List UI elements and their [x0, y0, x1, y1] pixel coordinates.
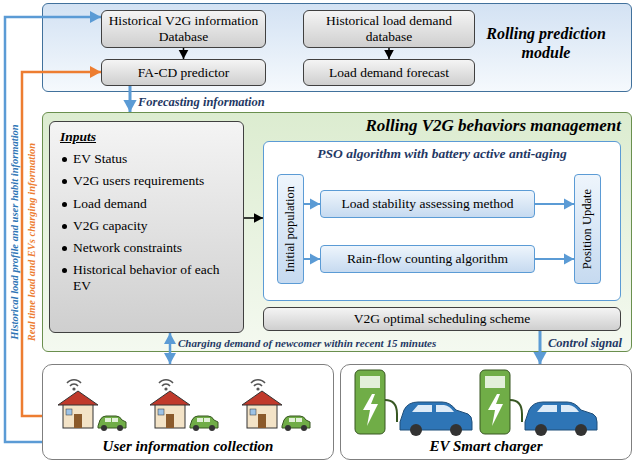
- arrow-head: [179, 50, 189, 59]
- list-item: Load demand: [60, 196, 235, 212]
- list-text: Load demand: [73, 196, 147, 212]
- list-text: V2G users requirements: [73, 173, 204, 189]
- database-box: Historical V2G information Database: [101, 10, 266, 48]
- module-band: Rolling V2G behaviors managementInputsEV…: [42, 112, 632, 352]
- car-icon: [282, 416, 310, 431]
- edge-label: Forecasting information: [138, 95, 265, 110]
- edge-label: Charging demand of newcomer within recen…: [178, 337, 436, 349]
- box-label: Rain-flow counting algorithm: [347, 251, 508, 267]
- arrow-head: [164, 333, 176, 344]
- list-item: Historical behavior of each EV: [60, 262, 235, 294]
- ev-icon: [525, 402, 597, 436]
- arrow-head: [310, 199, 320, 210]
- connector: [179, 48, 189, 59]
- list-item: EV Status: [60, 151, 235, 167]
- arrow-head: [564, 199, 574, 210]
- house-icon: [58, 380, 98, 428]
- connector: [304, 254, 320, 265]
- inputs-box: Inputs EV StatusV2G users requirementsLoa…: [49, 121, 244, 333]
- list-item: Network constraints: [60, 240, 235, 256]
- car-icon: [98, 416, 126, 431]
- list-text: Historical behavior of each EV: [73, 262, 235, 294]
- process-box: Initial population: [277, 174, 304, 284]
- car-icon: [190, 416, 218, 431]
- output-box: V2G optimal scheduling scheme: [263, 307, 621, 331]
- list-heading: Inputs: [60, 129, 235, 145]
- module-title: Rolling prediction module: [471, 24, 621, 62]
- connector: [164, 333, 176, 364]
- process-box: Position Update: [574, 174, 601, 284]
- list-text: EV Status: [73, 151, 127, 167]
- box-label: User information collection: [103, 438, 274, 455]
- process-box: Load demand forecast: [303, 59, 475, 86]
- connector: [304, 199, 320, 210]
- list-text: V2G capacity: [73, 218, 148, 234]
- box-label: Historical load demand database: [310, 13, 468, 44]
- box-label: Initial population: [284, 186, 298, 272]
- arrow-head: [564, 254, 574, 265]
- arrow-head: [384, 50, 394, 59]
- charger-icon: [480, 370, 522, 434]
- arrow-head: [254, 213, 263, 223]
- process-box: FA-CD predictor: [101, 59, 266, 86]
- arrow-head: [533, 352, 546, 364]
- module-band: Rolling prediction module Historical V2G …: [42, 3, 632, 92]
- bullet-dot: [62, 268, 67, 273]
- process-box: Rain-flow counting algorithm: [320, 245, 535, 273]
- bullet-dot: [62, 157, 67, 162]
- box-label: Historical V2G information Database: [108, 13, 259, 44]
- box-label: V2G optimal scheduling scheme: [354, 311, 531, 327]
- arrow-head: [310, 254, 320, 265]
- bullet-dot: [62, 224, 67, 229]
- connector: [5, 11, 101, 442]
- database-box: Historical load demand database: [303, 10, 475, 48]
- bullet-dot: [62, 202, 67, 207]
- charger-icon: [355, 370, 397, 434]
- arrow-head: [164, 353, 176, 364]
- connector: [244, 213, 263, 223]
- connector: [22, 66, 101, 416]
- box-label: Load demand forecast: [329, 65, 449, 81]
- algorithm-box: PSO algorithm with battery active anti-a…: [263, 141, 621, 301]
- box-label: Position Update: [581, 189, 595, 269]
- box-label: Load stability assessing method: [341, 196, 513, 212]
- connector: [535, 199, 574, 210]
- list-item: V2G users requirements: [60, 173, 235, 189]
- edge-label: Real time load and EVs charging informat…: [26, 143, 37, 341]
- connector: [533, 331, 546, 364]
- process-box: Load stability assessing method: [320, 190, 535, 218]
- connector-line: [5, 17, 101, 442]
- box-label: EV Smart charger: [429, 438, 542, 455]
- module-title: PSO algorithm with battery active anti-a…: [264, 146, 620, 162]
- box-label: FA-CD predictor: [138, 65, 230, 81]
- arrow-head: [90, 11, 101, 23]
- arrow-head: [123, 100, 136, 112]
- bullet-dot: [62, 179, 67, 184]
- connector-line: [22, 72, 101, 416]
- bullet-dot: [62, 246, 67, 251]
- edge-label: Historical load profile and user habit i…: [9, 124, 20, 339]
- house-icon: [150, 380, 190, 428]
- arrow-head: [90, 66, 101, 78]
- connector: [535, 254, 574, 265]
- list-item: V2G capacity: [60, 218, 235, 234]
- list-text: Network constraints: [73, 240, 182, 256]
- connector: [384, 48, 394, 59]
- connector: [123, 86, 136, 112]
- ev-icon: [400, 402, 472, 436]
- edge-label: Control signal: [548, 336, 622, 351]
- module-title: Rolling V2G behaviors management: [366, 116, 622, 136]
- house-icon: [242, 380, 282, 428]
